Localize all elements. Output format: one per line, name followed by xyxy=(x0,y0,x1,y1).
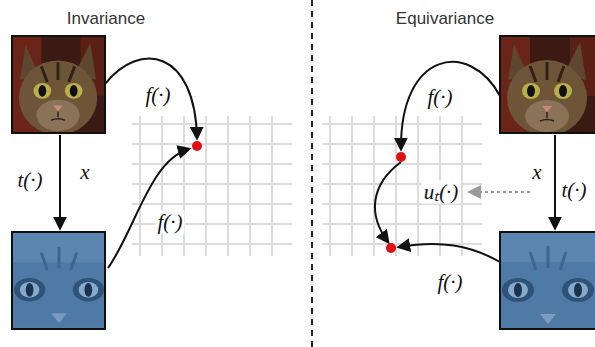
embedding-point xyxy=(192,141,202,151)
map-arrow xyxy=(105,59,197,138)
transform-label: t(·) xyxy=(559,179,588,202)
transformed-image xyxy=(500,232,595,329)
function-label: f(·) xyxy=(435,271,464,294)
embedding-grid xyxy=(132,116,292,256)
input-label: x xyxy=(78,161,91,184)
induced-arrow xyxy=(470,191,530,193)
cat-image xyxy=(12,36,105,135)
transform-label: uₜ(·) xyxy=(422,181,461,204)
input-label: x xyxy=(530,161,543,184)
map-arrow xyxy=(401,62,500,149)
cat-image xyxy=(500,36,595,136)
map-arrow xyxy=(399,244,500,262)
transform-arrow xyxy=(59,135,61,228)
embedding-point xyxy=(396,152,406,162)
map-arrow xyxy=(108,149,189,268)
transform-label: t(·) xyxy=(15,169,44,192)
function-label: f(·) xyxy=(143,84,172,107)
divider xyxy=(311,0,313,347)
transform-arrow xyxy=(554,135,556,228)
embedding-point xyxy=(386,243,396,253)
panel-title: Equivariance xyxy=(393,9,497,28)
panel-title: Invariance xyxy=(64,9,148,28)
function-label: f(·) xyxy=(155,211,184,234)
map-arrow xyxy=(375,162,401,242)
function-label: f(·) xyxy=(425,86,454,109)
transformed-image xyxy=(12,232,105,329)
